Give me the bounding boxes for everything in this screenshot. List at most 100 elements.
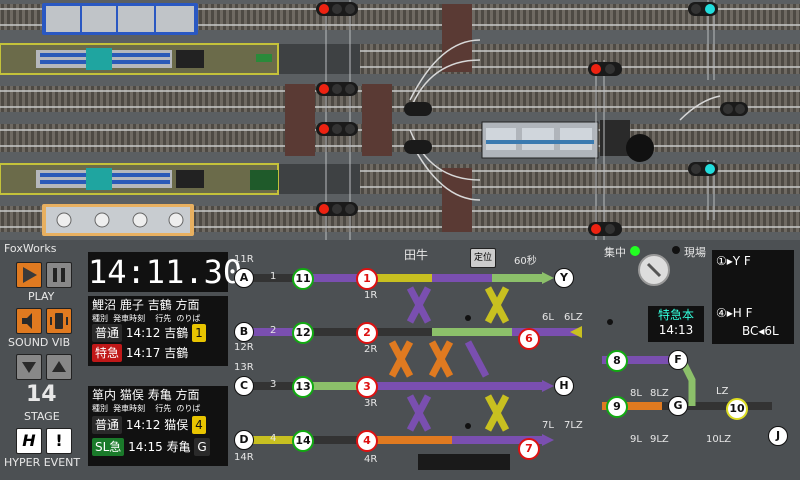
timer-label: 60秒	[514, 256, 537, 267]
speaker-icon	[22, 313, 32, 329]
destination: 猫俣	[164, 418, 189, 432]
port-c[interactable]: C	[234, 376, 254, 396]
board1-sub-time: 発車時刻	[113, 314, 146, 323]
stage-label: STAGE	[24, 410, 60, 423]
signal-4-button[interactable]: 4	[356, 430, 378, 452]
departure-board-2: 箪内 猫俣 寿亀 方面 種別 発車時刻 行先 のりば 普通 14:12 猫俣 4…	[88, 386, 228, 466]
departure-time: 14:12	[125, 418, 161, 432]
destination: 寿亀	[166, 440, 191, 454]
signal-6-button[interactable]: 6	[518, 328, 540, 350]
train-top	[42, 3, 198, 35]
yard-view	[0, 0, 800, 240]
departure-board-1: 鯉沼 鹿子 吉鶴 方面 種別 発車時刻 行先 のりば 普通 14:12 吉鶴 1…	[88, 296, 228, 366]
mode-central-lamp	[630, 246, 640, 256]
sub-route-8lz: 8LZ	[650, 388, 669, 399]
stage-down-button[interactable]	[16, 354, 42, 380]
sub-route-lz: LZ	[716, 386, 729, 397]
destination: 吉鶴	[164, 346, 189, 360]
sub-route-10lz: 10LZ	[706, 434, 732, 445]
play-button[interactable]	[16, 262, 42, 288]
board1-stations: 鯉沼 鹿子 吉鶴 方面	[92, 296, 200, 314]
signal-1-button[interactable]: 1	[356, 268, 378, 290]
hyper-event-label: HYPER EVENT	[4, 456, 81, 469]
crossover-links	[388, 286, 696, 432]
route-line-1: ①▸Y F	[716, 254, 751, 268]
sub-route-7l: 7L	[542, 420, 554, 431]
track-rows	[0, 4, 800, 232]
board2-sub-type: 種別	[92, 404, 108, 413]
signal-10-button[interactable]: 10	[726, 398, 748, 420]
board1-station-2: 鹿子	[119, 298, 144, 312]
vibrate-icon	[50, 313, 68, 329]
triangle-down-icon	[22, 362, 36, 373]
stage-up-button[interactable]	[46, 354, 72, 380]
vibration-button[interactable]	[46, 308, 72, 334]
port-y[interactable]: Y	[554, 268, 574, 288]
track-number-1: 1	[270, 271, 277, 282]
sub-route-3r: 3R	[364, 398, 378, 409]
mode-selector-knob[interactable]	[638, 254, 670, 286]
signal-12-button[interactable]: 12	[292, 322, 314, 344]
track-badge: 1	[192, 324, 206, 342]
track-badge: 4	[192, 416, 206, 434]
board2-stations: 箪内 猫俣 寿亀 方面	[92, 386, 200, 404]
signal-7-button[interactable]: 7	[518, 438, 540, 460]
signal-13-button[interactable]: 13	[292, 376, 314, 398]
hyper-h-button[interactable]: H	[16, 428, 42, 454]
pause-icon	[53, 268, 65, 282]
route-label-13r: 13R	[234, 362, 254, 373]
sub-route-1r: 1R	[364, 290, 378, 301]
fixed-position-button[interactable]: 定位	[470, 248, 496, 268]
pause-button[interactable]	[46, 262, 72, 288]
route-line-2: ④▸H F	[716, 306, 753, 320]
port-h[interactable]: H	[554, 376, 574, 396]
table-row: 特急 14:17 吉鶴	[92, 344, 206, 362]
sound-button[interactable]	[16, 308, 42, 334]
signal-8-button[interactable]: 8	[606, 350, 628, 372]
sub-route-6lz: 6LZ	[564, 312, 583, 323]
clock-display: 14:11.30	[88, 252, 243, 292]
board1-sub-dest: 行先	[155, 314, 172, 323]
board2-station-3: 寿亀	[147, 388, 172, 402]
sound-vib-label: SOUND VIB	[8, 336, 71, 349]
port-d[interactable]: D	[234, 430, 254, 450]
signal-11-button[interactable]: 11	[292, 268, 314, 290]
station-name: 田牛	[404, 248, 429, 262]
sub-route-7lz: 7LZ	[564, 420, 583, 431]
port-j[interactable]: J	[768, 426, 788, 446]
train-express	[481, 120, 654, 162]
signal-9-button[interactable]: 9	[606, 396, 628, 418]
sub-route-9lz: 9LZ	[650, 434, 669, 445]
board2-subheader: 種別 発車時刻 行先 のりば	[92, 400, 200, 418]
board1-station-1: 鯉沼	[92, 298, 117, 312]
board1-sub-type: 種別	[92, 314, 108, 323]
board1-station-3: 吉鶴	[147, 298, 172, 312]
port-g[interactable]: G	[668, 396, 688, 416]
port-a[interactable]: A	[234, 268, 254, 288]
port-b[interactable]: B	[234, 322, 254, 342]
track-badge: G	[194, 438, 210, 456]
yard-svg	[0, 0, 800, 240]
board2-sub-time: 発車時刻	[113, 404, 146, 413]
express-time: 14:13	[658, 323, 694, 337]
sub-route-9l: 9L	[630, 434, 642, 445]
route-line-3: BC◂6L	[742, 324, 779, 338]
express-display: 特急本 14:13	[648, 306, 704, 342]
signal-heads	[316, 2, 748, 236]
route-label-14r: 14R	[234, 452, 254, 463]
board1-direction: 方面	[175, 298, 200, 312]
signal-14-button[interactable]: 14	[292, 430, 314, 452]
train-bottom	[42, 204, 194, 236]
hyper-event-button[interactable]: !	[46, 428, 72, 454]
track-number-3: 3	[270, 379, 277, 390]
board2-sub-track: のりば	[176, 404, 201, 413]
sub-route-2r: 2R	[364, 344, 378, 355]
signal-3-button[interactable]: 3	[356, 376, 378, 398]
port-f[interactable]: F	[668, 350, 688, 370]
departure-time: 14:17	[125, 346, 161, 360]
board2-sub-dest: 行先	[155, 404, 172, 413]
board2-station-2: 猫俣	[119, 388, 144, 402]
table-row: 普通 14:12 吉鶴 1	[92, 324, 206, 342]
track-lines	[252, 274, 772, 444]
signal-2-button[interactable]: 2	[356, 322, 378, 344]
